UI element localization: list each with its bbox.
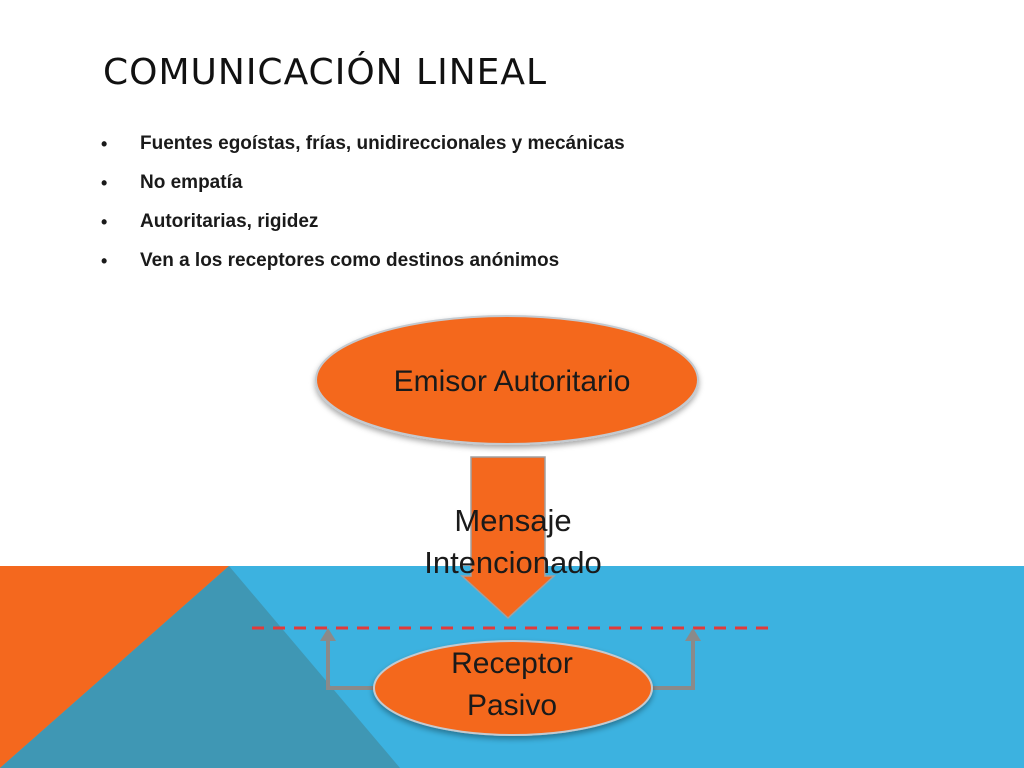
slide-title: Comunicación lineal bbox=[103, 52, 548, 93]
bullet-list: Fuentes egoístas, frías, unidireccionale… bbox=[100, 130, 625, 286]
receptor-label: Receptor Pasivo bbox=[412, 643, 612, 727]
receptor-ellipse bbox=[373, 640, 653, 736]
emisor-ellipse bbox=[315, 315, 699, 445]
bullet-item: Ven a los receptores como destinos anóni… bbox=[100, 247, 625, 286]
message-arrow bbox=[460, 456, 556, 620]
receptor-label-line1: Receptor bbox=[451, 647, 573, 680]
emisor-label: Emisor Autoritario bbox=[393, 365, 631, 398]
feedback-arrowhead-right bbox=[685, 628, 701, 641]
mensaje-label-line2: Intencionado bbox=[424, 545, 602, 580]
mensaje-label: Mensaje Intencionado bbox=[393, 500, 633, 584]
receptor-label-line2: Pasivo bbox=[466, 689, 558, 722]
mensaje-label-line1: Mensaje bbox=[454, 503, 572, 538]
feedback-arrow-right bbox=[651, 638, 695, 690]
bullet-item: Autoritarias, rigidez bbox=[100, 208, 625, 247]
feedback-arrow-left bbox=[326, 638, 375, 690]
feedback-arrowhead-left bbox=[320, 628, 336, 641]
bullet-item: Fuentes egoístas, frías, unidireccionale… bbox=[100, 130, 625, 169]
bullet-item: No empatía bbox=[100, 169, 625, 208]
teal-triangle bbox=[0, 566, 400, 768]
